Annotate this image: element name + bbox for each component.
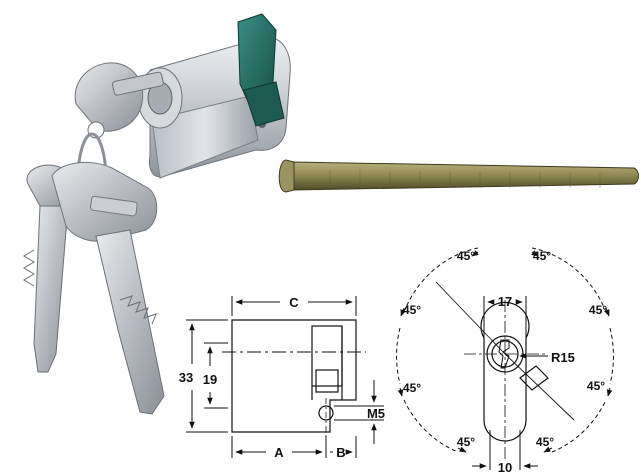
- side-view-drawing: [222, 319, 366, 444]
- angle-lower-right-label: 45°: [587, 379, 605, 393]
- half-cylinder-with-keys-photo: [23, 13, 291, 415]
- dim-10-label: 10: [498, 460, 512, 475]
- key-upper: [74, 62, 164, 139]
- dim-m5-label: M5: [367, 406, 385, 421]
- angle-lower-left-label: 45°: [403, 381, 421, 395]
- angle-bottom-right-label: 45°: [536, 435, 554, 449]
- angle-upper-left-label: 45°: [403, 303, 421, 317]
- front-view-labels: 17 R15 10 45° 45° 45° 45° 45° 45° 45° 45…: [403, 249, 607, 475]
- angle-top-left-label: 45°: [457, 249, 475, 263]
- angle-upper-right-label: 45°: [589, 303, 607, 317]
- side-view-labels: C A B 33 19 M5: [179, 295, 385, 460]
- dim-33-label: 33: [179, 370, 193, 385]
- front-view-cam: [519, 365, 549, 391]
- angle-bottom-left-label: 45°: [457, 435, 475, 449]
- front-view-drawing: [435, 281, 575, 462]
- side-view-cam-lower: [315, 369, 339, 393]
- cylinder-body: [137, 13, 291, 179]
- dim-19-label: 19: [203, 372, 217, 387]
- fixing-screw-photo: [278, 159, 639, 193]
- side-view-dimensions: [186, 296, 384, 458]
- front-view-profile: [480, 301, 530, 442]
- side-view-screw-hole: [318, 405, 334, 421]
- rotation-arc: [396, 247, 614, 453]
- dim-a-label: A: [274, 445, 284, 460]
- side-view-body-outline: [231, 319, 357, 433]
- dim-17-label: 17: [498, 294, 512, 309]
- dim-c-label: C: [289, 295, 299, 310]
- angle-top-right-label: 45°: [533, 249, 551, 263]
- dim-b-label: B: [336, 445, 345, 460]
- front-view-dimensions: [472, 296, 548, 470]
- key-lower-right: [51, 162, 165, 415]
- dim-r15-label: R15: [551, 350, 575, 365]
